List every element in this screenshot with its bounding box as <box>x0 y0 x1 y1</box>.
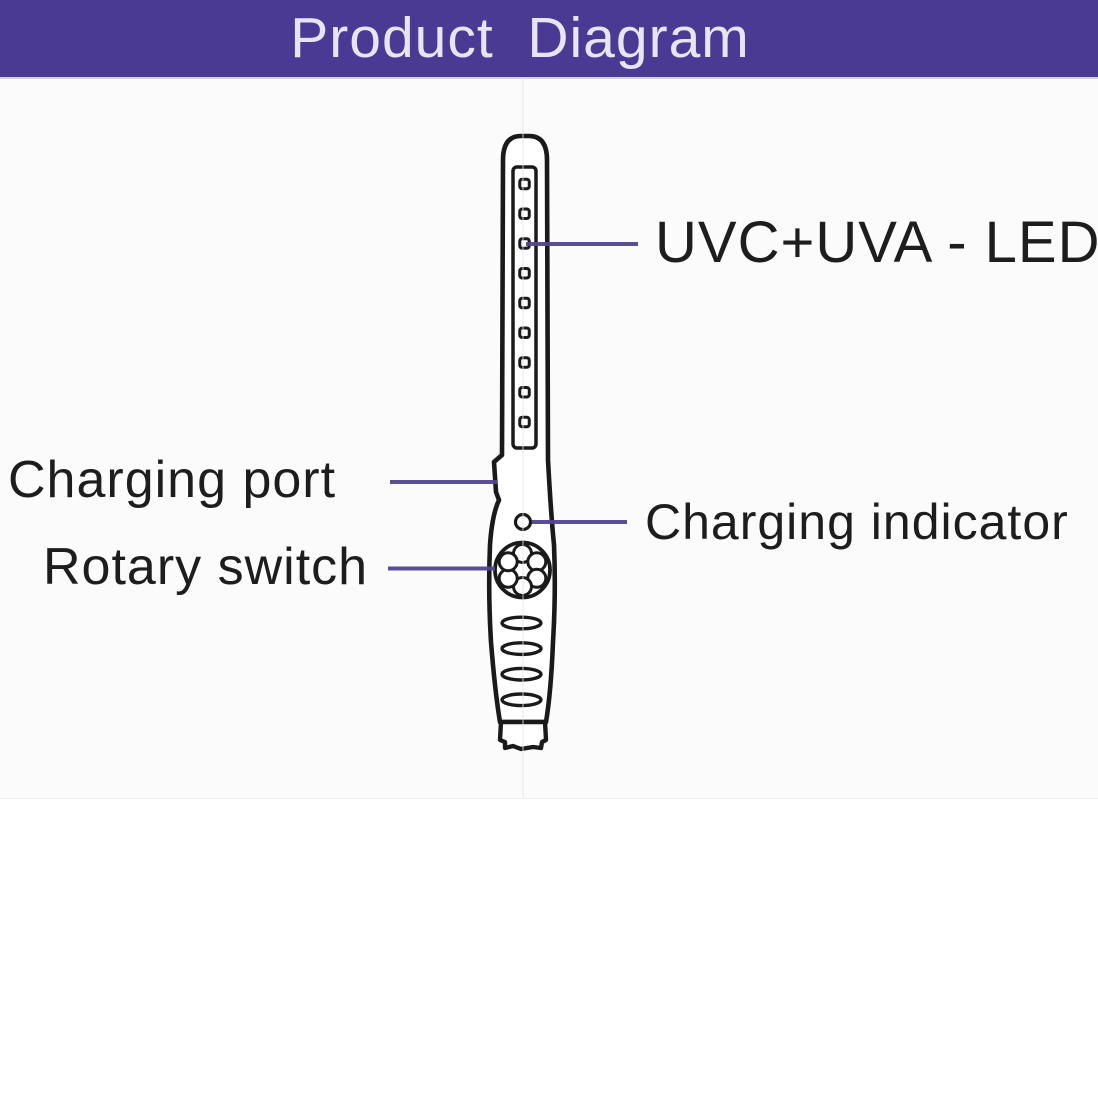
grip-oval <box>500 615 543 631</box>
led-square <box>518 177 531 191</box>
led-array <box>518 177 531 429</box>
led-square <box>518 296 531 310</box>
rotary-hole <box>497 551 519 573</box>
page-title: Product Diagram <box>290 6 750 70</box>
led-square <box>518 415 531 429</box>
led-square <box>518 207 531 220</box>
led-square <box>518 267 531 280</box>
grip-ovals <box>500 615 543 708</box>
title-banner: Product Diagram <box>0 0 1098 77</box>
grip-oval <box>500 641 543 657</box>
led-square <box>518 386 531 399</box>
led-square <box>518 356 531 369</box>
grip-oval <box>500 692 543 708</box>
led-square <box>518 326 531 339</box>
uvc-uva-led-label: UVC+UVA - LED <box>655 210 1098 275</box>
charging-indicator-label: Charging indicator <box>645 494 1069 550</box>
grip-oval <box>500 666 543 682</box>
rotary-switch-label: Rotary switch <box>43 538 369 596</box>
charging-port-label: Charging port <box>8 451 337 509</box>
